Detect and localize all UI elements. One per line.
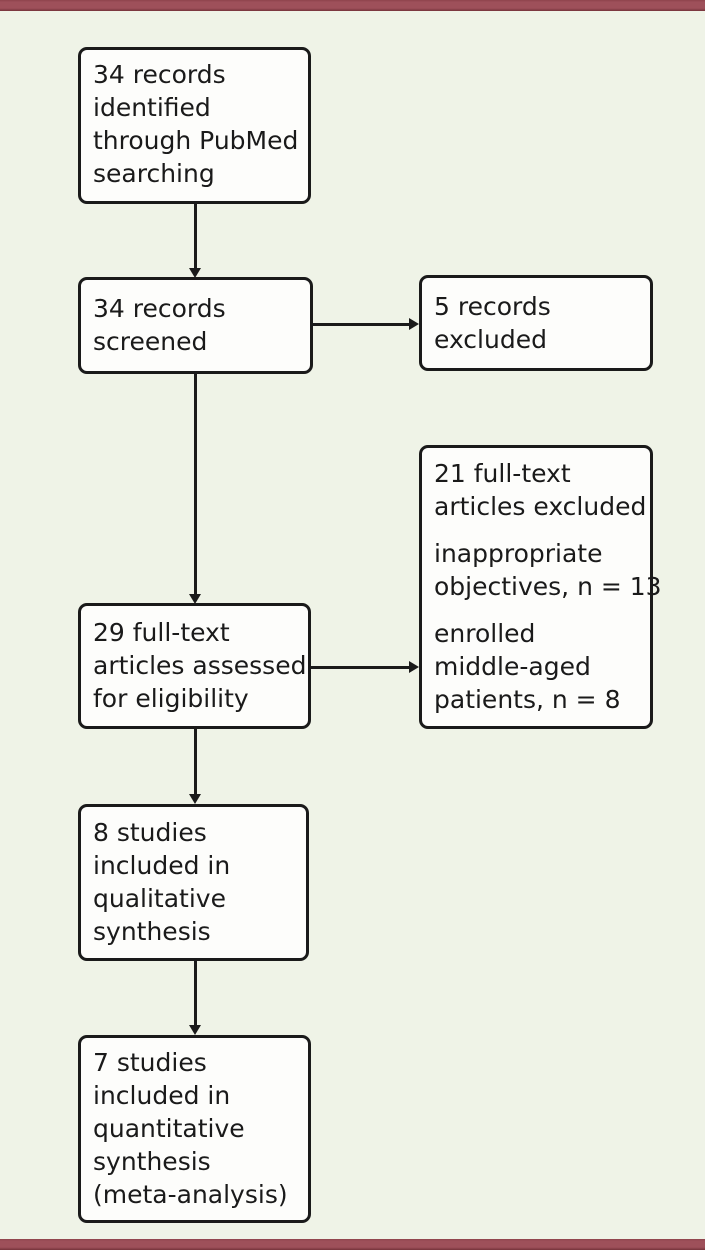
box-text-line: screened bbox=[93, 327, 208, 356]
arrowhead-down-icon bbox=[189, 794, 201, 804]
box-text-line: included in bbox=[93, 1081, 231, 1110]
box-text-line: 34 records bbox=[93, 294, 226, 323]
arrowhead-down-icon bbox=[189, 1025, 201, 1035]
arrowhead-down-icon bbox=[189, 594, 201, 604]
box-text-line: synthesis bbox=[93, 917, 211, 946]
box-text-line: enrolled bbox=[434, 619, 536, 648]
box-text-line: articles assessed bbox=[93, 651, 307, 680]
excluded-reason-paragraph: 21 full-text articles excluded bbox=[434, 457, 647, 523]
box-fulltext-excluded: 21 full-text articles excluded inappropr… bbox=[419, 445, 662, 729]
arrowhead-down-icon bbox=[189, 268, 201, 278]
box-text-line: articles excluded bbox=[434, 492, 647, 521]
box-records-identified: 34 records identified through PubMed sea… bbox=[78, 47, 311, 204]
box-records-excluded: 5 records excluded bbox=[419, 275, 653, 371]
box-text-line: objectives, n = 13 bbox=[434, 572, 662, 601]
arrow-qualitative-to-quantitative bbox=[194, 961, 197, 1025]
box-text-line: included in bbox=[93, 851, 231, 880]
box-text-line: through PubMed bbox=[93, 126, 299, 155]
arrowhead-right-icon bbox=[409, 318, 419, 330]
excluded-reason-paragraph: inappropriate objectives, n = 13 bbox=[434, 537, 662, 603]
box-text-line: 34 records bbox=[93, 60, 226, 89]
bottom-rule bbox=[0, 1239, 705, 1250]
box-fulltext-assessed: 29 full-text articles assessed for eligi… bbox=[78, 603, 311, 729]
arrow-identified-to-screened bbox=[194, 204, 197, 268]
arrowhead-right-icon bbox=[409, 661, 419, 673]
box-text-line: 7 studies bbox=[93, 1048, 207, 1077]
box-text-line: quantitative bbox=[93, 1114, 245, 1143]
box-text-line: patients, n = 8 bbox=[434, 685, 621, 714]
box-text-line: inappropriate bbox=[434, 539, 603, 568]
arrow-assessed-to-qualitative bbox=[194, 729, 197, 794]
arrow-screened-to-excluded bbox=[313, 323, 409, 326]
box-text-line: 29 full-text bbox=[93, 618, 230, 647]
arrow-screened-to-assessed bbox=[194, 374, 197, 594]
box-text-line: 21 full-text bbox=[434, 459, 571, 488]
box-text-line: searching bbox=[93, 159, 215, 188]
box-text-line: qualitative bbox=[93, 884, 226, 913]
box-text-line: for eligibility bbox=[93, 684, 249, 713]
top-rule bbox=[0, 0, 705, 11]
box-text-line: 5 records bbox=[434, 292, 551, 321]
box-text-line: 8 studies bbox=[93, 818, 207, 847]
box-text-line: excluded bbox=[434, 325, 547, 354]
box-text-line: identified bbox=[93, 93, 211, 122]
box-quantitative-synthesis: 7 studies included in quantitative synth… bbox=[78, 1035, 311, 1223]
arrow-assessed-to-fulltext-excluded bbox=[311, 666, 409, 669]
box-text-line: synthesis bbox=[93, 1147, 211, 1176]
box-qualitative-synthesis: 8 studies included in qualitative synthe… bbox=[78, 804, 309, 961]
box-records-screened: 34 records screened bbox=[78, 277, 313, 374]
excluded-reason-paragraph: enrolled middle-aged patients, n = 8 bbox=[434, 617, 640, 716]
box-text-line: middle-aged bbox=[434, 652, 591, 681]
box-text-line: (meta-analysis) bbox=[93, 1180, 288, 1209]
